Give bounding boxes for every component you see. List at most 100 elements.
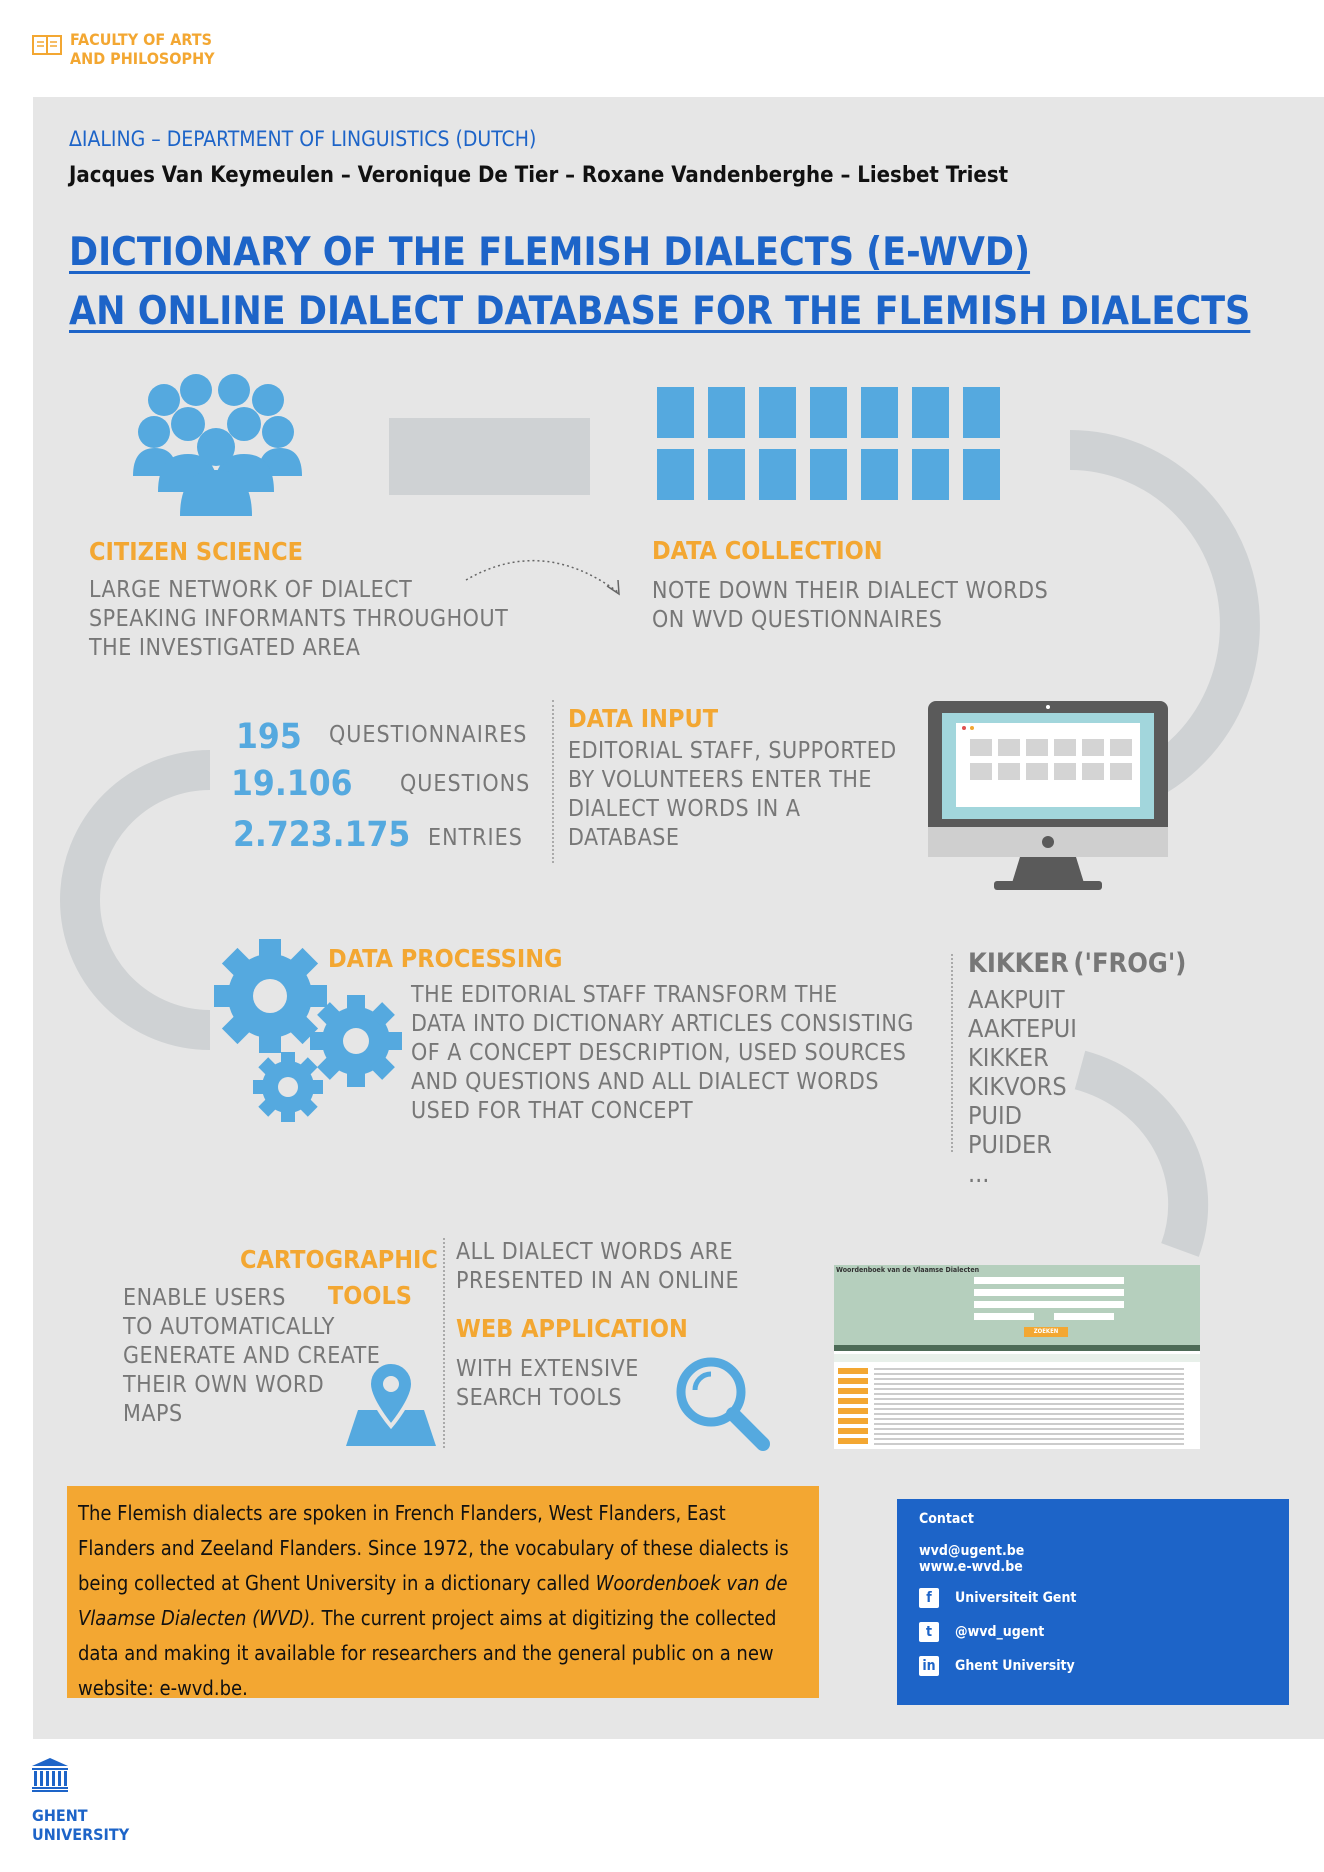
stat-label: ENTRIES [428,825,523,851]
example-header: KIKKER ('FROG') [968,948,1186,979]
data-processing-line: OF A CONCEPT DESCRIPTION, USED SOURCES [411,1040,907,1066]
example-word: KIKVORS [968,1072,1067,1101]
example-word-list: AAKPUIT AAKTEPUI KIKKER KIKVORS PUID PUI… [968,985,1077,1188]
poster-panel [33,97,1324,1739]
website-screenshot: Woordenboek van de Vlaamse Dialecten ZOE… [834,1265,1200,1449]
data-processing-text: THE EDITORIAL STAFF TRANSFORM THE DATA I… [411,981,914,1126]
faculty-line-2: AND PHILOSOPHY [70,49,215,68]
cartographic-heading: CARTOGRAPHIC TOOLS [240,1242,438,1314]
divider [951,954,953,1152]
authors-line: Jacques Van Keymeulen – Veronique De Tie… [69,163,1009,188]
cartographic-line: TO AUTOMATICALLY [123,1314,335,1340]
cartographic-text: ENABLE USERS TO AUTOMATICALLY GENERATE A… [123,1284,380,1429]
note-text-part1: The Flemish dialects are spoken in Frenc… [78,1501,789,1595]
web-app-text: WITH EXTENSIVE SEARCH TOOLS [456,1355,639,1413]
citizen-science-heading: CITIZEN SCIENCE [89,537,304,566]
example-word: AAKTEPUI [968,1014,1077,1043]
example-gloss: ('FROG') [1073,948,1187,979]
data-input-line: BY VOLUNTEERS ENTER THE [568,767,873,793]
computer-monitor-icon [928,701,1168,890]
facebook-label: Universiteit Gent [955,1590,1077,1606]
screenshot-header: Woordenboek van de Vlaamse Dialecten ZOE… [834,1265,1200,1345]
people-group-icon [133,374,302,516]
gears-icon [214,939,402,1122]
data-processing-line: USED FOR THAT CONCEPT [411,1098,694,1124]
connector-bar [389,418,590,495]
screenshot-search-button: ZOEKEN [1024,1327,1068,1337]
example-word: KIKKER [968,1043,1049,1072]
data-processing-line: DATA INTO DICTIONARY ARTICLES CONSISTING [411,1011,914,1037]
note-text-italic: Woordenboek van de Vlaamse Dialecten (WV… [78,1571,788,1630]
contact-linkedin[interactable]: in Ghent University [919,1649,1267,1683]
web-app-line: SEARCH TOOLS [456,1385,623,1411]
stat-label: QUESTIONNAIRES [329,722,528,748]
web-app-line: WITH EXTENSIVE [456,1356,639,1382]
contact-box: Contact wvd@ugent.be www.e-wvd.be f Univ… [897,1499,1289,1705]
data-input-heading: DATA INPUT [568,704,719,733]
linkedin-icon: in [919,1656,939,1676]
linkedin-label: Ghent University [955,1658,1075,1674]
stat-value: 19.106 [231,764,353,804]
screenshot-site-title: Woordenboek van de Vlaamse Dialecten [836,1266,980,1274]
ghent-line-1: GHENT [32,1806,88,1825]
data-collection-heading: DATA COLLECTION [652,536,883,565]
citizen-science-line: THE INVESTIGATED AREA [89,635,361,661]
faculty-logo: FACULTY OF ARTS AND PHILOSOPHY [70,30,215,68]
contact-twitter[interactable]: t @wvd_ugent [919,1615,1267,1649]
map-pin-icon [346,1359,436,1446]
divider [552,700,554,863]
cartographic-line: MAPS [123,1401,183,1427]
data-input-text: EDITORIAL STAFF, SUPPORTED BY VOLUNTEERS… [568,737,897,853]
twitter-icon: t [919,1622,939,1642]
faculty-line-1: FACULTY OF ARTS [70,30,212,49]
divider [443,1238,445,1448]
citizen-science-text: LARGE NETWORK OF DIALECT SPEAKING INFORM… [89,576,508,663]
stat-value: 2.723.175 [233,815,411,855]
example-headword: KIKKER [968,948,1069,979]
citizen-science-line: SPEAKING INFORMANTS THROUGHOUT [89,606,509,632]
twitter-label: @wvd_ugent [955,1624,1045,1640]
data-collection-text: NOTE DOWN THEIR DIALECT WORDS ON WVD QUE… [652,577,1048,635]
stat-value: 195 [236,717,302,757]
web-app-heading: WEB APPLICATION [456,1314,688,1343]
poster-title-line-1: DICTIONARY OF THE FLEMISH DIALECTS (E-WV… [69,230,1031,275]
cartographic-heading-line: CARTOGRAPHIC [240,1245,438,1274]
cartographic-line: ENABLE USERS [123,1285,286,1311]
web-app-intro-line: ALL DIALECT WORDS ARE [456,1239,734,1265]
contact-email[interactable]: wvd@ugent.be [919,1543,1025,1559]
data-input-line: DIALECT WORDS IN A [568,796,801,822]
web-app-intro-line: PRESENTED IN AN ONLINE [456,1268,740,1294]
cartographic-heading-line: TOOLS [327,1281,412,1310]
data-processing-line: AND QUESTIONS AND ALL DIALECT WORDS [411,1069,880,1095]
ghent-university-logo-icon [32,1758,68,1792]
data-collection-line: ON WVD QUESTIONNAIRES [652,607,943,633]
faculty-book-icon [32,35,62,55]
cartographic-line: THEIR OWN WORD [123,1372,325,1398]
data-input-line: DATABASE [568,825,680,851]
contact-heading: Contact [919,1511,974,1527]
contact-website[interactable]: www.e-wvd.be [919,1559,1023,1575]
example-word: PUIDER [968,1130,1052,1159]
note-text-part2: The current project aims at digitizing t… [78,1606,777,1700]
info-note: The Flemish dialects are spoken in Frenc… [67,1486,819,1700]
department-line: ΔIALING – DEPARTMENT OF LINGUISTICS (DUT… [69,127,537,151]
contact-facebook[interactable]: f Universiteit Gent [919,1581,1267,1615]
web-app-intro: ALL DIALECT WORDS ARE PRESENTED IN AN ON… [456,1238,739,1296]
stat-label: QUESTIONS [400,771,531,797]
screenshot-results [834,1362,1200,1449]
ghent-university-logo: GHENT UNIVERSITY [32,1806,129,1844]
data-processing-line: THE EDITORIAL STAFF TRANSFORM THE [411,982,838,1008]
poster-title-line-2: AN ONLINE DIALECT DATABASE FOR THE FLEMI… [69,289,1251,334]
cartographic-line: GENERATE AND CREATE [123,1343,381,1369]
facebook-icon: f [919,1588,939,1608]
citizen-science-line: LARGE NETWORK OF DIALECT [89,577,413,603]
questionnaire-grid-icon [657,387,1000,500]
data-processing-heading: DATA PROCESSING [328,944,563,973]
example-word: ... [968,1159,990,1188]
data-collection-line: NOTE DOWN THEIR DIALECT WORDS [652,578,1049,604]
dotted-arrow-icon [465,559,620,596]
data-input-line: EDITORIAL STAFF, SUPPORTED [568,738,897,764]
ghent-line-2: UNIVERSITY [32,1825,130,1844]
example-word: AAKPUIT [968,985,1065,1014]
example-word: PUID [968,1101,1022,1130]
